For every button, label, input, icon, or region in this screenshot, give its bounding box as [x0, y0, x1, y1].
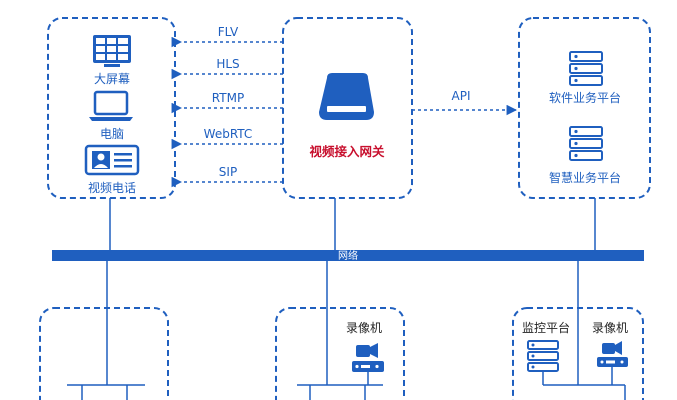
protocol-label-flv: FLV	[218, 25, 239, 39]
computer-icon	[89, 90, 133, 121]
bottom-middle-recorder-icon	[352, 343, 384, 372]
bottom-right-monitor-server-icon	[527, 340, 559, 372]
video-phone-label: 视频电话	[88, 180, 136, 195]
software-platform-label: 软件业务平台	[549, 90, 621, 105]
bottom-right-recorder-icon	[597, 341, 628, 367]
network-bus-label: 网络	[338, 249, 358, 262]
bottom-right-recorder-label: 录像机	[592, 321, 628, 335]
bottom-right-monitor-platform-label: 监控平台	[522, 320, 570, 335]
bottom-middle-group	[275, 307, 405, 400]
api-label: API	[452, 89, 471, 103]
software-platform-server-icon	[569, 51, 603, 86]
network-bus	[52, 250, 644, 261]
protocol-label-webrtc: WebRTC	[204, 127, 253, 141]
big-screen-icon	[93, 35, 131, 67]
right-platforms-group	[518, 17, 651, 199]
bottom-middle-recorder-label: 录像机	[346, 321, 382, 335]
bottom-left-group	[39, 307, 169, 400]
protocol-label-sip: SIP	[219, 165, 237, 179]
protocol-label-rtmp: RTMP	[212, 91, 244, 105]
video-phone-icon	[84, 144, 140, 176]
gateway-icon	[319, 73, 374, 120]
protocol-label-hls: HLS	[216, 57, 239, 71]
computer-label: 电脑	[100, 127, 124, 141]
big-screen-label: 大屏幕	[94, 72, 130, 86]
smart-platform-server-icon	[569, 126, 603, 161]
smart-platform-label: 智慧业务平台	[549, 170, 621, 185]
left-devices-group	[47, 17, 176, 199]
gateway-label: 视频接入网关	[309, 144, 385, 159]
